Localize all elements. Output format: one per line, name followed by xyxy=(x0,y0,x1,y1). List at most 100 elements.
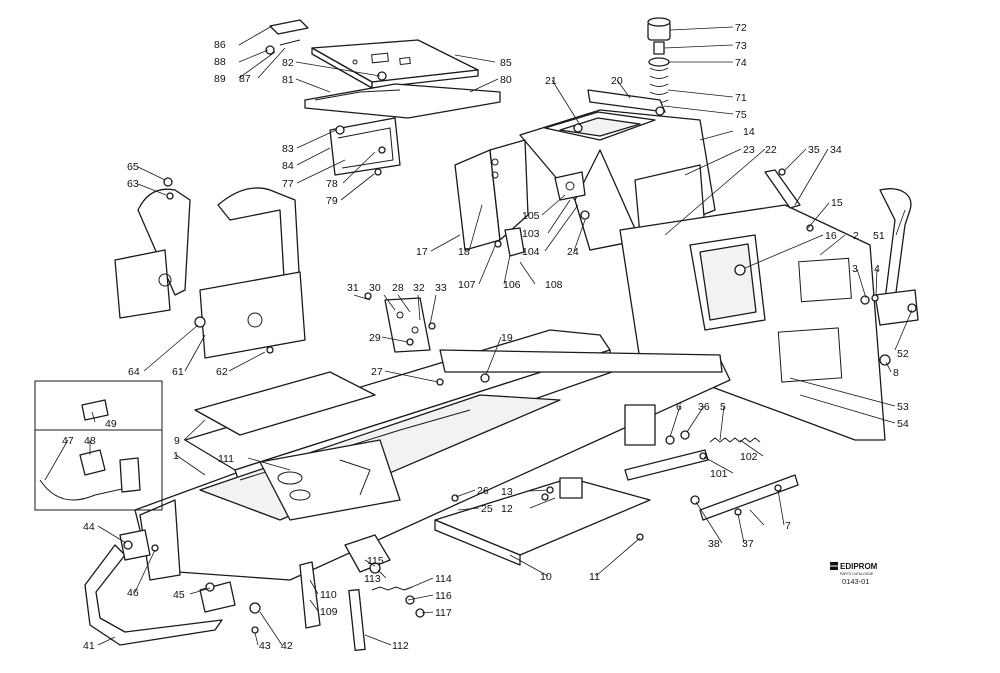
callout-82: 82 xyxy=(282,57,294,69)
callout-77: 77 xyxy=(282,178,294,190)
rear-crossmember xyxy=(439,349,723,446)
callout-19: 19 xyxy=(501,332,513,344)
callout-31: 31 xyxy=(347,282,359,294)
callout-89: 89 xyxy=(214,73,226,85)
callout-34: 34 xyxy=(830,144,842,156)
callout-49: 49 xyxy=(105,418,117,430)
callout-36: 36 xyxy=(698,401,710,413)
callout-104: 104 xyxy=(522,246,540,258)
callout-111: 111 xyxy=(218,453,234,465)
logo-brand: EDIPROM xyxy=(840,562,878,571)
callout-53: 53 xyxy=(897,401,909,413)
callout-37: 37 xyxy=(742,538,754,550)
logo-code: 0143-01 xyxy=(842,577,870,586)
callout-42: 42 xyxy=(281,640,293,652)
callout-71: 71 xyxy=(735,92,747,104)
callout-4: 4 xyxy=(874,263,880,275)
callout-88: 88 xyxy=(214,56,226,68)
callout-48: 48 xyxy=(84,435,96,447)
ignition-bracket-105 xyxy=(554,171,586,201)
callout-87: 87 xyxy=(239,73,251,85)
callout-78: 78 xyxy=(326,178,338,190)
callout-20: 20 xyxy=(611,75,623,87)
callout-117: 117 xyxy=(435,607,452,619)
bracket-106 xyxy=(504,227,525,257)
leader-lines xyxy=(44,25,913,646)
callout-1: 1 xyxy=(173,450,179,462)
callout-3: 3 xyxy=(852,263,858,275)
callout-54: 54 xyxy=(897,418,909,430)
callout-73: 73 xyxy=(735,40,747,52)
callout-106: 106 xyxy=(503,279,521,291)
callout-81: 81 xyxy=(282,74,294,86)
callout-85: 85 xyxy=(500,57,512,69)
callout-46: 46 xyxy=(127,587,139,599)
seat-pivot-plate-77 xyxy=(329,117,401,176)
callout-labels: 86 88 89 87 85 82 81 80 83 84 77 78 79 7… xyxy=(62,22,909,652)
callout-114: 114 xyxy=(435,573,452,585)
front-axle-pivot xyxy=(299,534,413,652)
callout-8: 8 xyxy=(893,367,899,379)
callout-9: 9 xyxy=(174,435,180,447)
callout-17: 17 xyxy=(416,246,428,258)
callout-112: 112 xyxy=(392,640,409,652)
callout-84: 84 xyxy=(282,160,294,172)
callout-101: 101 xyxy=(710,468,728,480)
callout-65: 65 xyxy=(127,161,139,173)
callout-44: 44 xyxy=(83,521,95,533)
callout-25: 25 xyxy=(481,503,493,515)
callout-116: 116 xyxy=(435,590,452,602)
tension-spring-102 xyxy=(709,437,761,443)
callout-30: 30 xyxy=(369,282,381,294)
callout-18: 18 xyxy=(458,246,470,258)
callout-24: 24 xyxy=(567,246,579,258)
strap-bracket-5 xyxy=(624,449,799,521)
callout-43: 43 xyxy=(259,640,271,652)
callout-80: 80 xyxy=(500,74,512,86)
callout-23: 23 xyxy=(743,144,755,156)
callout-62: 62 xyxy=(216,366,228,378)
callout-47: 47 xyxy=(62,435,74,447)
ediprom-logo-icon xyxy=(830,562,838,570)
callout-16: 16 xyxy=(825,230,837,242)
lift-lever-51 xyxy=(874,188,919,326)
callout-110: 110 xyxy=(320,589,337,601)
callout-115: 115 xyxy=(367,555,384,567)
callout-38: 38 xyxy=(708,538,720,550)
callout-14: 14 xyxy=(743,126,755,138)
callout-105: 105 xyxy=(522,210,540,222)
callout-35: 35 xyxy=(808,144,820,156)
callout-52: 52 xyxy=(897,348,909,360)
callout-109: 109 xyxy=(320,606,338,618)
callout-10: 10 xyxy=(540,571,552,583)
ediprom-logo: EDIPROM PARTS CATALOGUE 0143-01 xyxy=(830,562,878,586)
dash-side-panel-17 xyxy=(454,139,529,251)
detail-inset-box xyxy=(34,380,163,511)
callout-83: 83 xyxy=(282,143,294,155)
callout-29: 29 xyxy=(369,332,381,344)
callout-15: 15 xyxy=(831,197,843,209)
callout-103: 103 xyxy=(522,228,540,240)
center-mount-plate-111 xyxy=(259,439,401,521)
callout-2: 2 xyxy=(853,230,859,242)
seat-latch-86 xyxy=(265,19,309,55)
bracket-34 xyxy=(764,169,801,209)
callout-13: 13 xyxy=(501,486,513,498)
callout-7: 7 xyxy=(785,520,791,532)
callout-45: 45 xyxy=(173,589,185,601)
callout-51: 51 xyxy=(873,230,885,242)
callout-32: 32 xyxy=(413,282,425,294)
bracket-assembly-28 xyxy=(384,297,431,353)
callout-11: 11 xyxy=(589,571,600,583)
callout-75: 75 xyxy=(735,109,747,121)
callout-64: 64 xyxy=(128,366,140,378)
footrest-panel-10 xyxy=(434,477,651,566)
callout-5: 5 xyxy=(720,401,726,413)
callout-86: 86 xyxy=(214,39,226,51)
callout-72: 72 xyxy=(735,22,747,34)
callout-79: 79 xyxy=(326,195,338,207)
callout-6: 6 xyxy=(676,401,682,413)
roll-bar-frame xyxy=(114,187,306,359)
callout-74: 74 xyxy=(735,57,747,69)
